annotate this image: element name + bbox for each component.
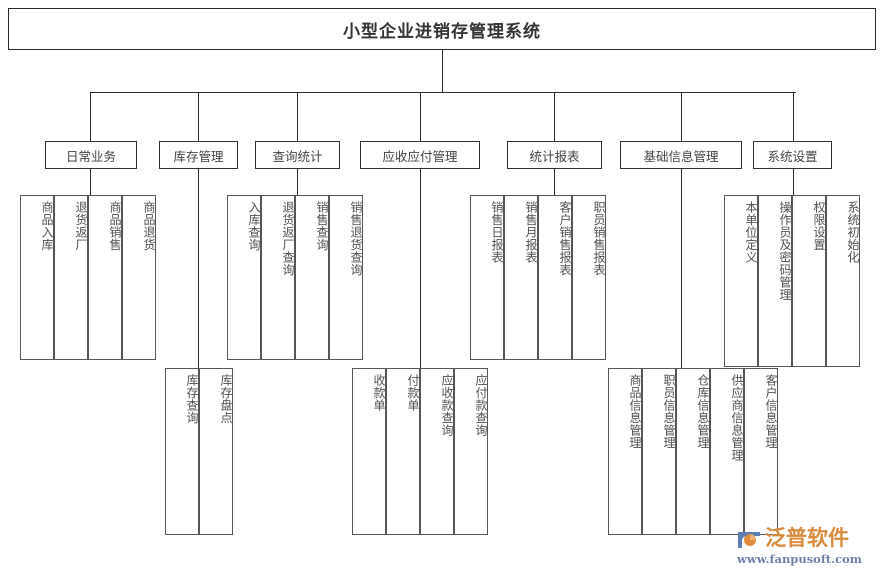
leaf-label: 付款单	[406, 374, 420, 412]
leaf-box-daily-1[interactable]: 退货返厂	[54, 195, 88, 360]
leaf-box-query-3[interactable]: 销售退货查询	[329, 195, 363, 360]
leaf-label: 商品信息管理	[628, 374, 642, 449]
leaf-label: 销售月报表	[524, 201, 538, 264]
leaf-box-basic-0[interactable]: 商品信息管理	[608, 368, 642, 535]
leaf-label: 应付款查询	[474, 374, 488, 437]
leaf-box-report-1[interactable]: 销售月报表	[504, 195, 538, 360]
leaf-box-arap-1[interactable]: 付款单	[386, 368, 420, 535]
connector-drop-basic	[681, 92, 682, 141]
module-box-system[interactable]: 系统设置	[753, 141, 832, 169]
leaf-label: 供应商信息管理	[730, 374, 744, 462]
leaf-box-basic-1[interactable]: 职员信息管理	[642, 368, 676, 535]
leaf-label: 权限设置	[812, 201, 826, 251]
module-box-basic[interactable]: 基础信息管理	[620, 141, 742, 169]
leaf-label: 应收款查询	[440, 374, 454, 437]
module-box-query[interactable]: 查询统计	[255, 141, 340, 169]
leaf-box-report-3[interactable]: 职员销售报表	[572, 195, 606, 360]
connector-daily-to-leaves	[90, 169, 91, 195]
leaf-label: 库存查询	[185, 374, 199, 424]
leaf-box-query-1[interactable]: 退货返厂查询	[261, 195, 295, 360]
leaf-box-daily-0[interactable]: 商品入库	[20, 195, 54, 360]
leaf-label: 库存盘点	[219, 374, 233, 424]
leaf-label: 销售退货查询	[349, 201, 363, 276]
leaf-box-basic-4[interactable]: 客户信息管理	[744, 368, 778, 535]
leaf-box-basic-3[interactable]: 供应商信息管理	[710, 368, 744, 535]
leaf-box-system-1[interactable]: 操作员及密码管理	[758, 195, 792, 367]
leaf-label: 操作员及密码管理	[778, 201, 792, 301]
leaf-box-report-2[interactable]: 客户销售报表	[538, 195, 572, 360]
connector-drop-stock	[198, 92, 199, 141]
connector-root-bus	[90, 92, 796, 93]
leaf-label: 职员信息管理	[662, 374, 676, 449]
connector-basic-to-leaves	[681, 169, 682, 368]
leaf-box-daily-2[interactable]: 商品销售	[88, 195, 122, 360]
leaf-label: 商品退货	[142, 201, 156, 251]
leaf-box-system-0[interactable]: 本单位定义	[724, 195, 758, 367]
connector-drop-ar-ap	[420, 92, 421, 141]
leaf-box-arap-2[interactable]: 应收款查询	[420, 368, 454, 535]
leaf-label: 客户信息管理	[764, 374, 778, 449]
leaf-box-stock-0[interactable]: 库存查询	[165, 368, 199, 535]
connector-stock-to-leaves	[198, 169, 199, 368]
leaf-label: 收款单	[372, 374, 386, 412]
leaf-label: 商品销售	[108, 201, 122, 251]
leaf-box-stock-1[interactable]: 库存盘点	[199, 368, 233, 535]
leaf-label: 销售日报表	[490, 201, 504, 264]
leaf-label: 本单位定义	[744, 201, 758, 264]
diagram-title-box: 小型企业进销存管理系统	[8, 8, 876, 50]
leaf-label: 销售查询	[315, 201, 329, 251]
module-box-ar-ap[interactable]: 应收应付管理	[360, 141, 480, 169]
connector-report-to-leaves	[554, 169, 555, 195]
leaf-label: 退货返厂	[74, 201, 88, 251]
leaf-box-daily-3[interactable]: 商品退货	[122, 195, 156, 360]
leaf-label: 职员销售报表	[592, 201, 606, 276]
leaf-label: 仓库信息管理	[696, 374, 710, 449]
connector-query-to-leaves	[297, 169, 298, 195]
module-box-daily[interactable]: 日常业务	[45, 141, 137, 169]
leaf-box-system-3[interactable]: 系统初始化	[826, 195, 860, 367]
leaf-label: 客户销售报表	[558, 201, 572, 276]
leaf-box-arap-0[interactable]: 收款单	[352, 368, 386, 535]
watermark-url: www.fanpusoft.com	[737, 552, 862, 566]
leaf-box-query-2[interactable]: 销售查询	[295, 195, 329, 360]
leaf-box-query-0[interactable]: 入库查询	[227, 195, 261, 360]
connector-drop-system	[793, 92, 794, 141]
leaf-box-arap-3[interactable]: 应付款查询	[454, 368, 488, 535]
leaf-label: 商品入库	[40, 201, 54, 251]
module-box-stock[interactable]: 库存管理	[159, 141, 238, 169]
connector-arap-to-leaves	[420, 169, 421, 368]
leaf-box-system-2[interactable]: 权限设置	[792, 195, 826, 367]
leaf-box-basic-2[interactable]: 仓库信息管理	[676, 368, 710, 535]
connector-drop-daily	[90, 92, 91, 141]
connector-root-trunk	[442, 50, 443, 92]
connector-drop-query	[297, 92, 298, 141]
leaf-label: 入库查询	[247, 201, 261, 251]
connector-system-to-leaves	[793, 169, 794, 195]
leaf-label: 退货返厂查询	[281, 201, 295, 276]
leaf-box-report-0[interactable]: 销售日报表	[470, 195, 504, 360]
module-box-report[interactable]: 统计报表	[507, 141, 602, 169]
leaf-label: 系统初始化	[846, 201, 860, 264]
connector-drop-report	[554, 92, 555, 141]
